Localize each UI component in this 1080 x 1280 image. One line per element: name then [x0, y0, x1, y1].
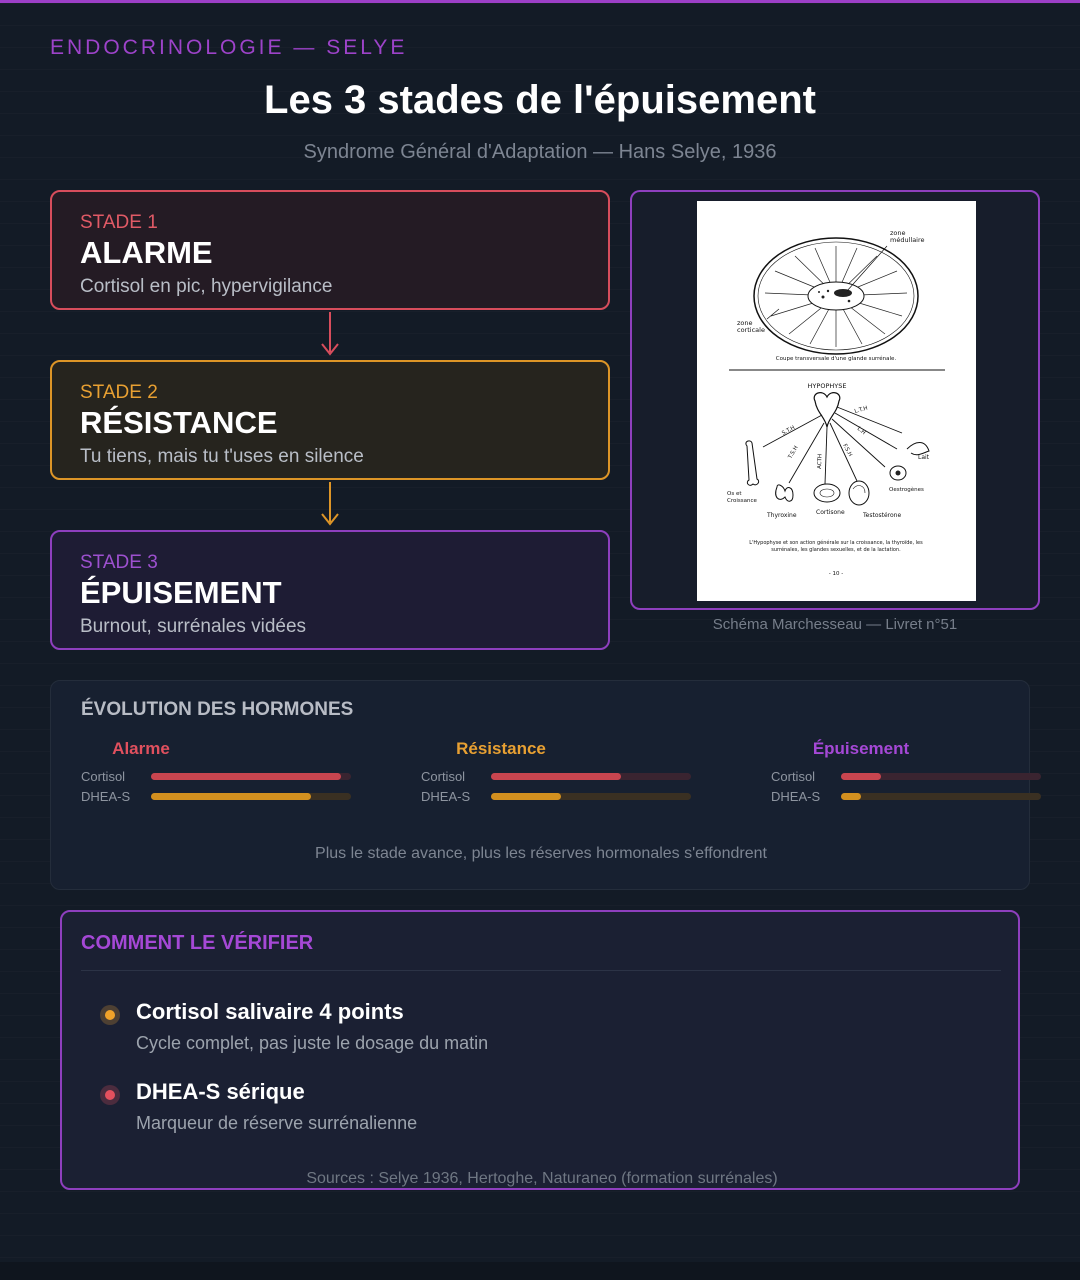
dhea-row: DHEA-S	[81, 789, 361, 805]
cortisol-bar	[151, 773, 341, 780]
stage-name: ALARME	[80, 235, 213, 270]
dhea-label: DHEA-S	[771, 789, 821, 804]
divider	[81, 970, 1001, 971]
adrenal-hypophysis-diagram: zone médullaire zone corticale Coupe tra…	[727, 229, 945, 577]
arrow-down-icon	[321, 312, 339, 356]
stage-number: STADE 1	[80, 212, 158, 233]
hormone-column-resistance: Résistance Cortisol DHEA-S	[421, 739, 701, 809]
hormone-column-epuisement: Épuisement Cortisol DHEA-S	[771, 739, 1051, 809]
label-bone-2: Croissance	[727, 498, 757, 504]
column-label: Résistance	[456, 739, 546, 758]
cortisol-label: Cortisol	[421, 769, 466, 784]
dhea-row: DHEA-S	[421, 789, 701, 805]
stage-number: STADE 3	[80, 552, 158, 573]
bullet-dot-icon	[100, 1005, 120, 1025]
dhea-label: DHEA-S	[81, 789, 131, 804]
cortisol-bar	[841, 773, 881, 780]
label-thyroxine: Thyroxine	[766, 512, 797, 519]
stage-name: RÉSISTANCE	[80, 405, 278, 440]
label-testosterone: Testostérone	[862, 512, 901, 519]
label-cortical-1: zone	[737, 319, 753, 327]
label-bone-1: Os et	[727, 491, 742, 497]
stage-description: Burnout, surrénales vidées	[80, 616, 307, 637]
label-cortical-2: corticale	[737, 326, 765, 334]
bottom-bar	[0, 1262, 1080, 1280]
label-tsh: T.S.H	[787, 445, 800, 461]
scanned-schema-image: zone médullaire zone corticale Coupe tra…	[697, 201, 976, 601]
cortisol-track	[841, 773, 1041, 780]
label-fsh: F.S.H	[841, 443, 853, 458]
column-label: Épuisement	[812, 739, 910, 758]
cortisol-label: Cortisol	[771, 769, 816, 784]
dhea-bar	[151, 793, 311, 800]
dhea-track	[491, 793, 691, 800]
stage-number: STADE 2	[80, 382, 158, 403]
schema-text-line-1: L'Hypophyse et son action générale sur l…	[749, 539, 923, 546]
label-acth: ACTH	[817, 454, 824, 469]
label-medullary-2: médullaire	[890, 236, 925, 244]
stage-name: ÉPUISEMENT	[80, 575, 282, 610]
page-title: Les 3 stades de l'épuisement	[264, 78, 816, 122]
label-lh: L.H	[856, 426, 867, 436]
cortisol-track	[491, 773, 691, 780]
dhea-row: DHEA-S	[771, 789, 1051, 805]
dhea-track	[841, 793, 1041, 800]
dhea-bar	[841, 793, 861, 800]
sources-line: Sources : Selye 1936, Hertoghe, Naturane…	[306, 1170, 778, 1187]
dhea-track	[151, 793, 351, 800]
column-label: Alarme	[112, 739, 170, 758]
verify-panel: COMMENT LE VÉRIFIER Cortisol salivaire 4…	[60, 910, 1020, 1190]
hormones-panel: ÉVOLUTION DES HORMONES Alarme Cortisol D…	[50, 680, 1041, 890]
hormones-note: Plus le stade avance, plus les réserves …	[315, 845, 767, 862]
stage-description: Tu tiens, mais tu t'uses en silence	[80, 446, 364, 467]
verify-item-title: DHEA-S sérique	[136, 1079, 305, 1104]
schema-text-line-2: surrénales, les glandes sexuelles, et de…	[771, 546, 901, 553]
cortisol-row: Cortisol	[771, 769, 1051, 785]
stage-card-alarme: STADE 1 ALARME Cortisol en pic, hypervig…	[50, 190, 610, 310]
top-accent-bar	[0, 0, 1080, 3]
label-cortisone: Cortisone	[816, 509, 845, 516]
stage-description: Cortisol en pic, hypervigilance	[80, 276, 333, 297]
page-subtitle: Syndrome Général d'Adaptation — Hans Sel…	[303, 141, 777, 163]
bullet-dot-icon	[100, 1085, 120, 1105]
cortisol-track	[151, 773, 351, 780]
label-hypophysis: HYPOPHYSE	[808, 382, 847, 390]
cortisol-row: Cortisol	[421, 769, 701, 785]
label-milk: Lait	[918, 454, 930, 461]
dhea-label: DHEA-S	[421, 789, 471, 804]
page-number: - 10 -	[829, 571, 843, 577]
stage-card-resistance: STADE 2 RÉSISTANCE Tu tiens, mais tu t'u…	[50, 360, 610, 480]
kicker: ENDOCRINOLOGIE — SELYE	[50, 36, 408, 59]
label-lth: L.T.H	[854, 405, 869, 414]
stage-card-epuisement: STADE 3 ÉPUISEMENT Burnout, surrénales v…	[50, 530, 610, 650]
verify-item-title: Cortisol salivaire 4 points	[136, 999, 404, 1024]
schema-card: zone médullaire zone corticale Coupe tra…	[630, 190, 1040, 610]
cortisol-row: Cortisol	[81, 769, 361, 785]
hormones-title: ÉVOLUTION DES HORMONES	[81, 699, 354, 720]
label-oestrogens: Oestrogènes	[889, 486, 924, 493]
section-caption: Coupe transversale d'une glande surrénal…	[776, 355, 897, 362]
verify-item-description: Cycle complet, pas juste le dosage du ma…	[136, 1033, 489, 1053]
hormone-column-alarme: Alarme Cortisol DHEA-S	[81, 739, 361, 809]
arrow-down-icon	[321, 482, 339, 526]
cortisol-label: Cortisol	[81, 769, 126, 784]
label-sth: S.T.H	[781, 425, 796, 437]
label-medullary-1: zone	[890, 229, 906, 237]
verify-title: COMMENT LE VÉRIFIER	[81, 932, 314, 954]
verify-item-description: Marqueur de réserve surrénalienne	[136, 1113, 418, 1133]
cortisol-bar	[491, 773, 621, 780]
schema-caption: Schéma Marchesseau — Livret n°51	[712, 616, 958, 633]
dhea-bar	[491, 793, 561, 800]
